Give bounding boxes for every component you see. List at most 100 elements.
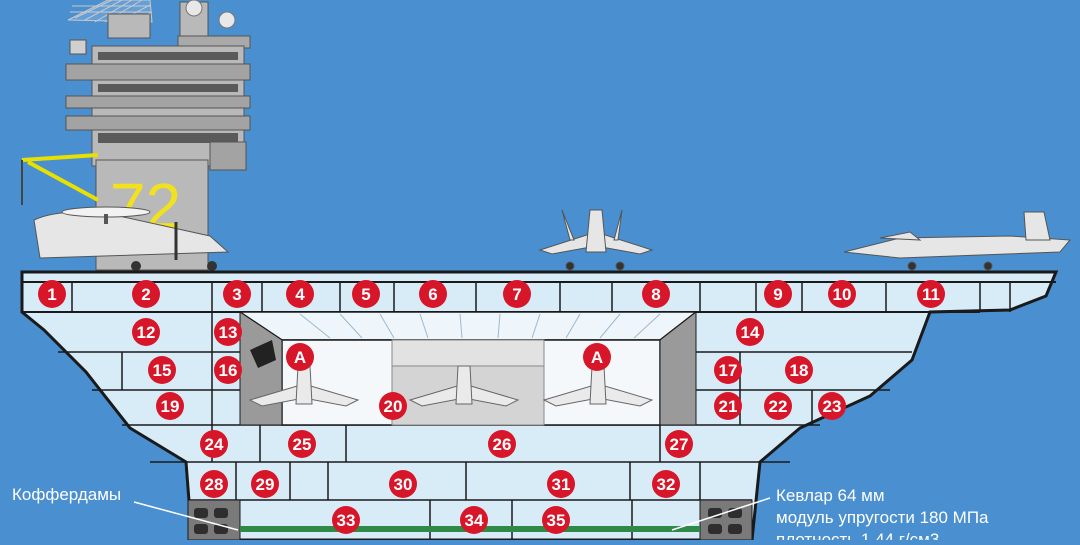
label-cofferdams: Коффердамы xyxy=(12,485,121,504)
marker-number: 5 xyxy=(361,285,370,304)
marker-circle xyxy=(583,343,611,371)
marker-circle xyxy=(132,280,160,308)
compartment-marker-c5: 5 xyxy=(352,280,380,308)
marker-circle xyxy=(200,470,228,498)
armor-left xyxy=(187,499,241,541)
crane-icon xyxy=(21,153,99,205)
marker-circle xyxy=(156,392,184,420)
compartment-marker-hA2: А xyxy=(583,343,611,371)
compartment-marker-c22: 22 xyxy=(764,392,792,420)
label-kevlar-1: Кевлар 64 мм xyxy=(776,486,885,505)
marker-number: 11 xyxy=(922,285,940,304)
compartment-marker-c6: 6 xyxy=(419,280,447,308)
island-side-block xyxy=(209,141,247,171)
marker-circle xyxy=(764,280,792,308)
marker-circle xyxy=(488,430,516,458)
hangar-right-wall xyxy=(659,310,697,426)
marker-number: 30 xyxy=(394,475,413,494)
marker-number: 25 xyxy=(293,435,312,454)
marker-number: 13 xyxy=(219,323,238,342)
compartment-marker-c32: 32 xyxy=(652,470,680,498)
compartment-marker-c33: 33 xyxy=(332,506,360,534)
callout-lines xyxy=(133,497,771,531)
marker-number: 8 xyxy=(651,285,660,304)
compartment-marker-c18: 18 xyxy=(785,356,813,384)
marker-circle xyxy=(286,280,314,308)
marker-number: 32 xyxy=(657,475,676,494)
compartment-marker-c19: 19 xyxy=(156,392,184,420)
marker-number: 28 xyxy=(205,475,224,494)
marker-number: 27 xyxy=(670,435,689,454)
hangar-bay xyxy=(237,310,699,426)
compartment-marker-c35: 35 xyxy=(542,506,570,534)
marker-number: 19 xyxy=(161,397,180,416)
compartment-marker-c16: 16 xyxy=(214,356,242,384)
marker-circle xyxy=(148,356,176,384)
compartment-marker-c7: 7 xyxy=(503,280,531,308)
marker-circle xyxy=(223,280,251,308)
island-deck-1 xyxy=(65,63,251,81)
label-kevlar-3: плотность 1,44 г/см3 xyxy=(776,530,939,540)
marker-number: 4 xyxy=(295,285,305,304)
marker-circle xyxy=(665,430,693,458)
marker-circle xyxy=(286,343,314,371)
compartment-marker-c28: 28 xyxy=(200,470,228,498)
marker-number: 17 xyxy=(719,361,738,380)
compartment-marker-hA1: А xyxy=(286,343,314,371)
island-deck-3 xyxy=(65,115,251,131)
marker-circle xyxy=(214,318,242,346)
marker-circle xyxy=(132,318,160,346)
compartment-marker-c14: 14 xyxy=(736,318,764,346)
marker-number: 21 xyxy=(719,397,738,416)
label-kevlar-2: модуль упругости 180 МПа xyxy=(776,508,989,527)
marker-number: 7 xyxy=(512,285,521,304)
compartment-marker-c26: 26 xyxy=(488,430,516,458)
marker-number: 18 xyxy=(790,361,809,380)
compartment-marker-c11: 11 xyxy=(917,280,945,308)
compartment-marker-c17: 17 xyxy=(714,356,742,384)
marker-number: 35 xyxy=(547,511,566,530)
compartment-marker-c29: 29 xyxy=(251,470,279,498)
compartment-marker-c25: 25 xyxy=(288,430,316,458)
compartment-marker-c8: 8 xyxy=(642,280,670,308)
compartment-marker-c12: 12 xyxy=(132,318,160,346)
compartment-marker-c4: 4 xyxy=(286,280,314,308)
marker-number: 12 xyxy=(137,323,156,342)
marker-number: 9 xyxy=(773,285,782,304)
fighter-side-icon xyxy=(843,211,1072,271)
hangar-fighter-icons xyxy=(248,365,654,407)
marker-circle xyxy=(547,470,575,498)
compartment-marker-c34: 34 xyxy=(460,506,488,534)
marker-circle xyxy=(214,356,242,384)
marker-circle xyxy=(736,318,764,346)
compartment-marker-c31: 31 xyxy=(547,470,575,498)
marker-number: 3 xyxy=(232,285,241,304)
compartment-marker-c23: 23 xyxy=(818,392,846,420)
marker-circle xyxy=(503,280,531,308)
marker-number: 16 xyxy=(219,361,238,380)
marker-number: 2 xyxy=(141,285,150,304)
compartment-marker-c30: 30 xyxy=(389,470,417,498)
radome-small-icon xyxy=(218,11,236,29)
stealth-fighter-front-icon xyxy=(538,209,654,271)
marker-number: 10 xyxy=(833,285,852,304)
marker-circle xyxy=(652,470,680,498)
marker-number: А xyxy=(591,348,603,367)
compartment-marker-c15: 15 xyxy=(148,356,176,384)
marker-number: 22 xyxy=(769,397,788,416)
marker-number: 31 xyxy=(552,475,571,494)
marker-number: 15 xyxy=(153,361,172,380)
island-lamp-icon xyxy=(69,39,87,55)
island-windows xyxy=(98,52,238,143)
marker-circle xyxy=(200,430,228,458)
kevlar-leader xyxy=(671,497,771,531)
marker-circle xyxy=(828,280,856,308)
compartment-marker-c21: 21 xyxy=(714,392,742,420)
marker-circle xyxy=(38,280,66,308)
marker-circle xyxy=(460,506,488,534)
marker-number: А xyxy=(294,348,306,367)
radome-icon xyxy=(185,0,203,17)
marker-circle xyxy=(714,392,742,420)
marker-circle xyxy=(818,392,846,420)
